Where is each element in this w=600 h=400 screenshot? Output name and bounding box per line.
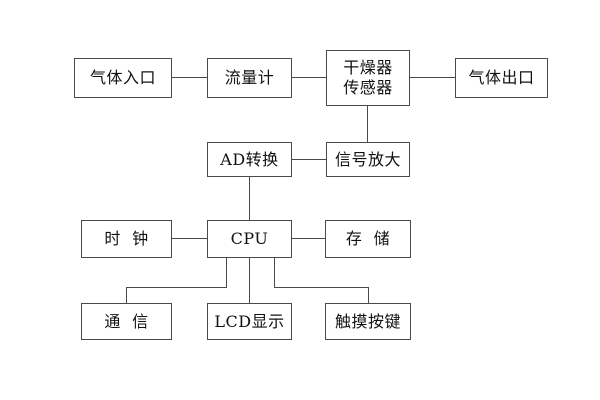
edge-cpu-to-touch-keys-horizontal xyxy=(274,287,369,289)
node-clock[interactable]: 时 钟 xyxy=(81,220,172,258)
node-touch-keys-label: 触摸按键 xyxy=(334,311,401,331)
node-gas-outlet[interactable]: 气体出口 xyxy=(455,58,548,98)
node-cpu[interactable]: CPU xyxy=(207,220,292,258)
node-dryer-sensor-label-line2: 传感器 xyxy=(343,78,393,97)
edge-ad-converter-to-signal-amp xyxy=(292,159,326,161)
node-storage[interactable]: 存 储 xyxy=(325,220,411,258)
edge-cpu-to-storage xyxy=(292,238,325,240)
node-storage-label: 存 储 xyxy=(345,229,391,249)
node-gas-inlet-label: 气体入口 xyxy=(89,68,156,88)
edge-cpu-to-comm-horizontal xyxy=(126,287,227,289)
edge-gas-inlet-to-flow-meter xyxy=(172,77,207,79)
edge-flow-meter-to-dryer xyxy=(292,77,326,79)
edge-clock-to-cpu xyxy=(172,238,207,240)
node-communication-label: 通 信 xyxy=(104,311,149,331)
node-lcd-display-label: LCD显示 xyxy=(214,311,285,331)
node-clock-label: 时 钟 xyxy=(104,229,149,249)
node-gas-outlet-label: 气体出口 xyxy=(468,68,535,88)
edge-dryer-to-signal-amp xyxy=(367,106,369,142)
node-communication[interactable]: 通 信 xyxy=(81,303,172,340)
node-flow-meter-label: 流量计 xyxy=(224,68,275,88)
node-dryer-sensor-label-line1: 干燥器 xyxy=(343,58,393,78)
edge-cpu-to-lcd xyxy=(249,258,251,303)
edge-cpu-to-comm-stub xyxy=(226,258,228,288)
node-touch-keys[interactable]: 触摸按键 xyxy=(325,303,411,340)
node-signal-amplifier-label: 信号放大 xyxy=(334,149,401,169)
node-dryer-sensor[interactable]: 干燥器 传感器 xyxy=(326,50,410,106)
node-ad-converter-label: AD转换 xyxy=(220,149,279,169)
edge-cpu-to-comm-drop xyxy=(126,287,128,303)
node-cpu-label: CPU xyxy=(230,229,269,249)
edge-dryer-to-gas-outlet xyxy=(410,77,455,79)
edge-cpu-to-touch-keys-drop xyxy=(368,287,370,303)
watermark xyxy=(432,322,544,334)
edge-cpu-to-touch-keys-stub xyxy=(274,258,276,288)
node-flow-meter[interactable]: 流量计 xyxy=(207,58,292,98)
node-gas-inlet[interactable]: 气体入口 xyxy=(74,58,172,98)
node-ad-converter[interactable]: AD转换 xyxy=(207,142,292,177)
node-lcd-display[interactable]: LCD显示 xyxy=(207,303,292,340)
node-signal-amplifier[interactable]: 信号放大 xyxy=(326,142,410,177)
edge-ad-converter-to-cpu xyxy=(249,177,251,220)
